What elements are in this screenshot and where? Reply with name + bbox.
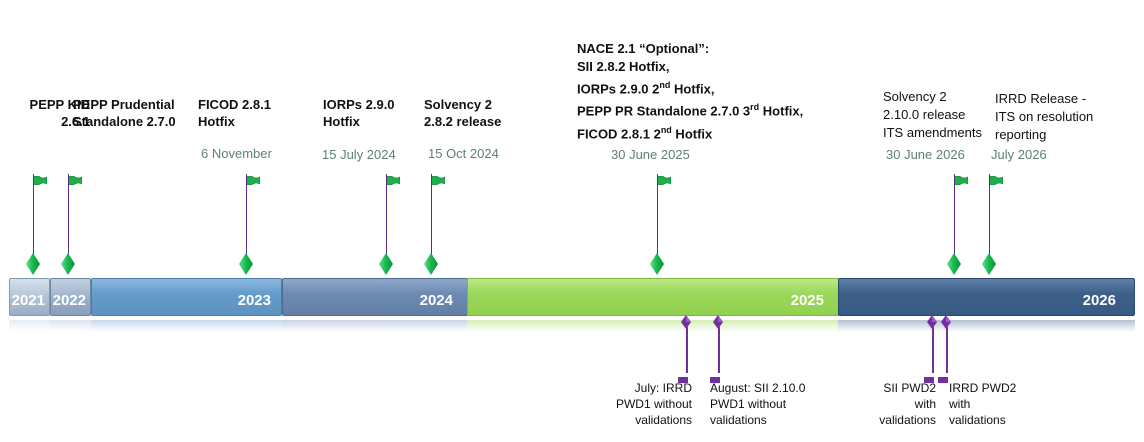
milestone-date-nace: 30 June 2025 xyxy=(611,147,690,162)
milestone-stem xyxy=(386,174,387,264)
milestone-diamond-icon xyxy=(379,253,393,275)
milestone-stem xyxy=(989,174,990,264)
milestone-diamond-icon xyxy=(713,315,723,329)
flag-icon xyxy=(385,172,401,186)
year-segment-2026: 2026 xyxy=(838,278,1135,316)
milestone-stem xyxy=(686,327,688,373)
flag-icon xyxy=(67,172,83,186)
bar-reflection xyxy=(91,320,282,332)
bar-reflection xyxy=(50,320,91,332)
milestone-stem xyxy=(68,174,69,264)
milestone-label-solvency-282: Solvency 2 2.8.2 release xyxy=(424,97,502,129)
milestone-diamond-icon xyxy=(424,253,438,275)
milestone-label-pepp-kid: PEPP KID 2.6.1 xyxy=(29,97,90,129)
milestone-diamond-icon xyxy=(927,315,937,329)
milestone-diamond-icon xyxy=(681,315,691,329)
bar-reflection xyxy=(282,320,468,332)
milestone-label-sii-pwd2: SII PWD2 with validations xyxy=(879,381,936,427)
milestone-label-pepp-prudential: PEPP Prudential Standalone 2.7.0 xyxy=(73,97,176,129)
flag-icon xyxy=(430,172,446,186)
flag-icon xyxy=(710,370,720,383)
milestone-stem xyxy=(954,174,955,264)
milestone-label-ficod-hotfix: FICOD 2.8.1 Hotfix xyxy=(198,97,271,129)
milestone-label-solvency-2100: Solvency 2 2.10.0 release ITS amendments xyxy=(883,89,982,140)
milestone-stem xyxy=(932,327,934,373)
milestone-stem xyxy=(657,174,658,264)
flag-icon xyxy=(938,370,948,383)
milestone-diamond-icon xyxy=(941,315,951,329)
year-segment-2025: 2025 xyxy=(467,278,839,316)
year-segment-2021: 2021 xyxy=(9,278,50,316)
milestone-label-iorps-hotfix: IORPs 2.9.0 Hotfix xyxy=(323,97,395,129)
milestone-stem xyxy=(946,327,948,373)
milestone-date-solvency-282: 15 Oct 2024 xyxy=(428,146,499,161)
milestone-diamond-icon xyxy=(26,253,40,275)
flag-icon xyxy=(678,370,688,383)
flag-icon xyxy=(924,370,934,383)
milestone-label-nace: NACE 2.1 “Optional”: SII 2.8.2 Hotfix, I… xyxy=(577,41,804,141)
flag-icon xyxy=(32,172,48,186)
milestone-label-sii-pwd1: August: SII 2.10.0 PWD1 without validati… xyxy=(710,381,806,427)
milestone-stem xyxy=(33,174,34,264)
milestone-diamond-icon xyxy=(982,253,996,275)
flag-icon xyxy=(988,172,1004,186)
milestone-stem xyxy=(246,174,247,264)
flag-icon xyxy=(245,172,261,186)
year-segment-2024: 2024 xyxy=(282,278,468,316)
bar-reflection xyxy=(838,320,1135,332)
year-segment-2023: 2023 xyxy=(91,278,282,316)
flag-icon xyxy=(656,172,672,186)
milestone-label-irrd-pwd2: IRRD PWD2 with validations xyxy=(949,381,1017,427)
milestone-date-iorps: 15 July 2024 xyxy=(322,147,396,162)
bar-reflection xyxy=(9,320,50,332)
milestone-diamond-icon xyxy=(61,253,75,275)
milestone-diamond-icon xyxy=(947,253,961,275)
year-segment-2022: 2022 xyxy=(50,278,91,316)
milestone-diamond-icon xyxy=(650,253,664,275)
milestone-stem xyxy=(431,174,432,264)
flag-icon xyxy=(953,172,969,186)
milestone-date-ficod: 6 November xyxy=(201,146,272,161)
milestone-label-irrd-release: IRRD Release - ITS on resolution reporti… xyxy=(995,91,1094,142)
bar-reflection xyxy=(467,320,839,332)
milestone-date-irrd-release: July 2026 xyxy=(991,147,1047,162)
milestone-stem xyxy=(718,327,720,373)
milestone-date-solvency-2100: 30 June 2026 xyxy=(886,147,965,162)
milestone-diamond-icon xyxy=(239,253,253,275)
milestone-label-irrd-pwd1: July: IRRD PWD1 without validations xyxy=(615,381,692,427)
